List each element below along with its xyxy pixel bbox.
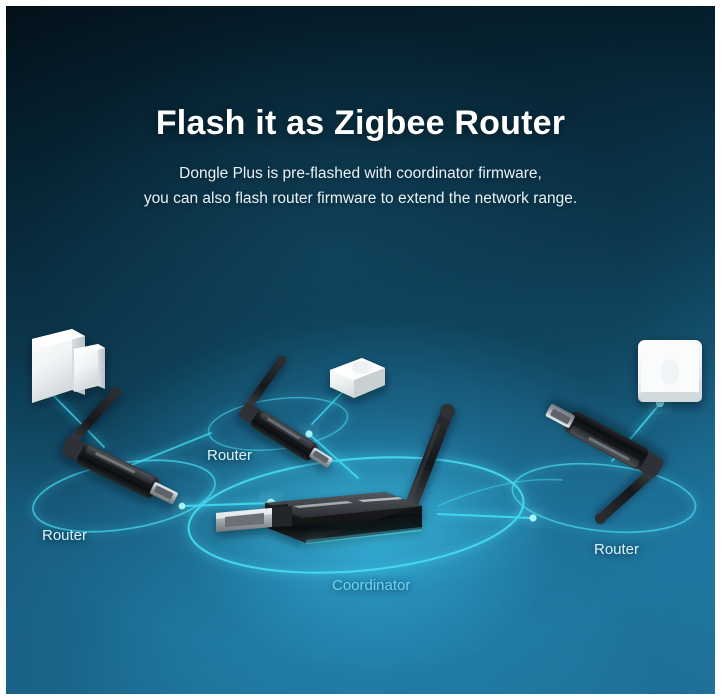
label-router-mid: Router <box>207 447 253 464</box>
page-subtitle-line2: you can also flash router firmware to ex… <box>143 190 578 207</box>
motion-sensor <box>330 358 385 398</box>
router-dongle-left <box>61 387 178 505</box>
node-dot-routerright-in <box>529 514 537 522</box>
link-routermid-routerleft <box>123 432 212 469</box>
antenna-mid <box>244 355 287 410</box>
page-title: Flash it as Zigbee Router <box>155 104 566 142</box>
link-coordinator-routerright <box>436 512 533 520</box>
antenna-coordinator <box>405 403 456 510</box>
headings-block: Flash it as Zigbee Router Dongle Plus is… <box>6 104 715 211</box>
banner-stage: Flash it as Zigbee Router Dongle Plus is… <box>6 6 715 694</box>
coverage-rings <box>32 397 697 574</box>
device-illustrations <box>32 329 702 544</box>
router-dongle-mid <box>239 355 333 468</box>
node-dot-routermid-out <box>305 430 313 438</box>
antenna-right <box>594 466 658 525</box>
page-subtitle-line1: Dongle Plus is pre-flashed with coordina… <box>179 165 542 182</box>
link-doorsensor-routerleft <box>45 387 105 448</box>
antenna-left <box>66 387 122 448</box>
label-router-left: Router <box>42 527 88 544</box>
router-dongle-right <box>545 404 664 525</box>
usb-connector <box>216 506 292 532</box>
ring-router-mid <box>207 397 349 451</box>
label-router-right: Router <box>594 541 640 558</box>
door-window-sensor <box>32 329 105 403</box>
link-routerleft-coordinator <box>182 501 273 508</box>
node-dot-routerleft-out <box>178 502 186 510</box>
page-subtitle: Dongle Plus is pre-flashed with coordina… <box>6 161 715 211</box>
label-coordinator: Coordinator <box>332 577 411 594</box>
coordinator-dongle <box>216 403 456 544</box>
wall-switch-panel <box>638 340 702 402</box>
ring-coordinator <box>187 456 525 574</box>
link-coordinator-arc-right <box>437 478 563 507</box>
coordinator-rim-light <box>306 527 422 544</box>
ring-router-right <box>511 462 697 534</box>
link-routermid-coordinator <box>308 433 359 479</box>
